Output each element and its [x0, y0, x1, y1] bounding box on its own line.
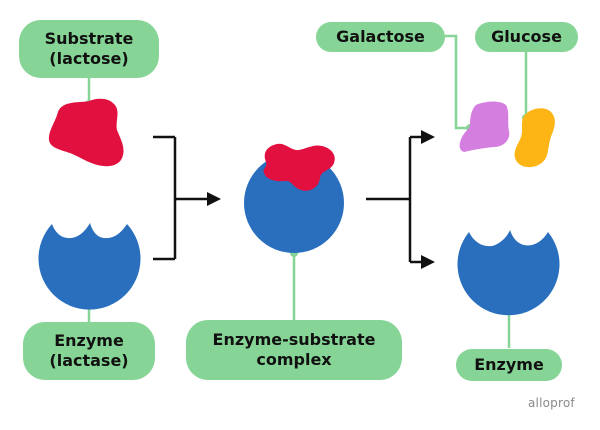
- substrate-label: Substrate (lactose): [19, 20, 159, 78]
- galactose-shape: [459, 101, 510, 152]
- enzyme-right-shape: [457, 230, 560, 316]
- substrate-label-line-2: (lactose): [49, 49, 129, 68]
- complex-label-line-1: Enzyme-substrate: [212, 330, 376, 349]
- enzyme-lactase-label-line-2: (lactase): [49, 351, 129, 370]
- alloprof-logo: alloprof: [528, 396, 575, 410]
- enzyme-lactase-label-line-1: Enzyme: [54, 331, 124, 350]
- galactose-connector: [445, 34, 470, 130]
- enzyme-right-label: Enzyme: [456, 349, 562, 381]
- substrate-label-line-1: Substrate: [44, 29, 134, 48]
- galactose-label-text: Galactose: [336, 27, 425, 46]
- split-arrowhead-top: [421, 130, 435, 144]
- split-arrowhead-bottom: [421, 255, 435, 269]
- complex-substrate-shape: [263, 143, 335, 191]
- complex-label-line-2: complex: [256, 350, 332, 369]
- enzyme-lactase-label: Enzyme (lactase): [23, 322, 155, 380]
- combine-arrowhead: [207, 192, 221, 206]
- enzyme-right-label-text: Enzyme: [474, 355, 544, 374]
- glucose-label-text: Glucose: [491, 27, 562, 46]
- glucose-shape: [514, 108, 555, 168]
- galactose-label: Galactose: [316, 22, 445, 52]
- enzyme-lactase-shape: [38, 223, 141, 310]
- combine-bracket: [153, 135, 210, 261]
- substrate-lactose-shape: [48, 98, 124, 167]
- glucose-label: Glucose: [475, 22, 578, 52]
- complex-label: Enzyme-substrate complex: [186, 320, 402, 380]
- split-bracket: [366, 135, 425, 264]
